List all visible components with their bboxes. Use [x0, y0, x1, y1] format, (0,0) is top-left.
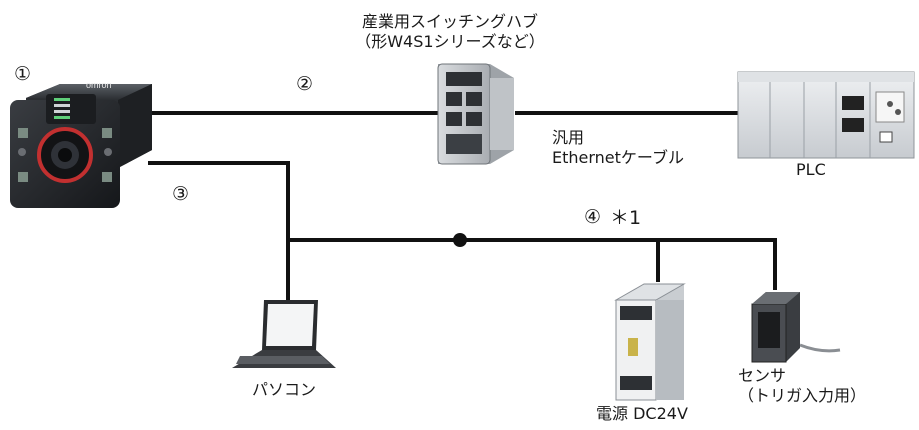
marker-3: ③: [172, 183, 190, 205]
sensor-label-line1: センサ: [738, 366, 787, 385]
sensor-tail-cable: [799, 343, 841, 353]
switching-hub-device: [437, 63, 514, 165]
camera-brand: omron: [86, 80, 112, 90]
sensor-label-line2: （トリガ入力用）: [738, 386, 867, 405]
marker-4: ④: [584, 206, 602, 228]
hub-label: 産業用スイッチングハブ （形W4S1シリーズなど）: [350, 12, 550, 52]
cable-label-line1: 汎用: [552, 128, 585, 147]
camera-device: omron: [10, 80, 152, 208]
power-supply-device: [614, 283, 686, 401]
marker-2: ②: [296, 73, 314, 95]
io-cable: [148, 161, 777, 290]
hub-label-line2: （形W4S1シリーズなど）: [355, 32, 545, 51]
plc-label: PLC: [796, 160, 826, 179]
note-marker: ＊1: [610, 207, 642, 229]
marker-1: ①: [14, 63, 32, 85]
sensor-device: [751, 292, 800, 363]
laptop-device: [232, 300, 336, 368]
junction-dot: [453, 233, 467, 247]
pc-label: パソコン: [252, 380, 317, 399]
sensor-label: センサ （トリガ入力用）: [738, 366, 866, 406]
power-label: 電源 DC24V: [596, 404, 688, 423]
cable-label-line2: Ethernetケーブル: [552, 148, 684, 167]
hub-label-line1: 産業用スイッチングハブ: [361, 12, 538, 31]
plc-device: [737, 71, 915, 159]
cable-lines: [148, 111, 841, 353]
cable-label: 汎用 Ethernetケーブル: [552, 128, 684, 168]
